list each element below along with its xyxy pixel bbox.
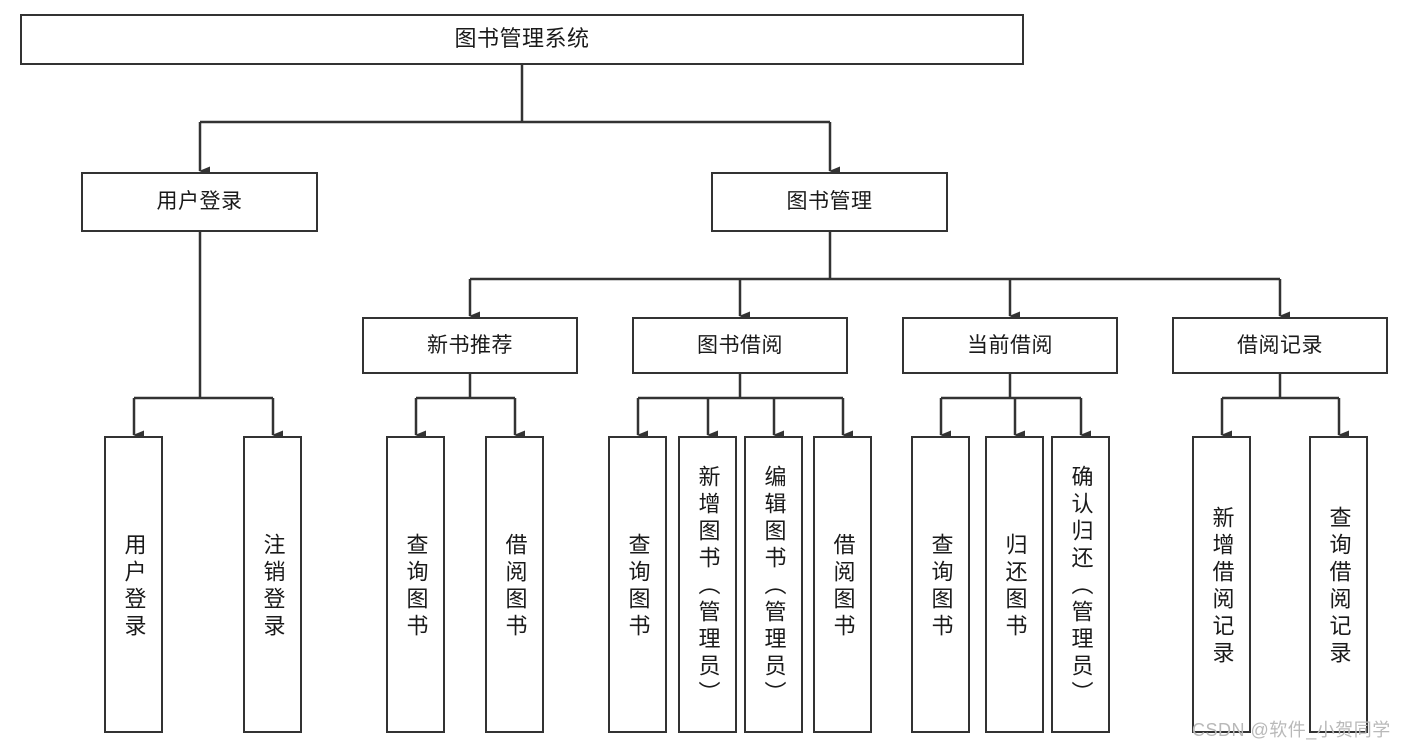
node-borrow-record[interactable]: 借阅记录	[1172, 317, 1388, 374]
node-leaf-confirm-return[interactable]: 确认归还（管理员）	[1051, 436, 1110, 733]
node-leaf-add-book[interactable]: 新增图书（管理员）	[678, 436, 737, 733]
node-label: 注销登录	[260, 533, 286, 641]
node-label: 新增借阅记录	[1209, 506, 1235, 668]
node-leaf-edit-book[interactable]: 编辑图书（管理员）	[744, 436, 803, 733]
node-leaf-query-record[interactable]: 查询借阅记录	[1309, 436, 1368, 733]
node-leaf-query-book-1[interactable]: 查询图书	[386, 436, 445, 733]
node-leaf-return-book[interactable]: 归还图书	[985, 436, 1044, 733]
node-book-manage[interactable]: 图书管理	[711, 172, 948, 232]
node-label: 确认归还（管理员）	[1068, 465, 1094, 708]
node-label: 查询图书	[403, 533, 429, 641]
node-label: 借阅图书	[502, 533, 528, 641]
node-label: 新增图书（管理员）	[695, 465, 721, 708]
node-label: 借阅记录	[1237, 333, 1323, 357]
node-label: 图书借阅	[697, 333, 783, 357]
node-leaf-query-book-3[interactable]: 查询图书	[911, 436, 970, 733]
node-label: 当前借阅	[967, 333, 1053, 357]
node-current-borrow[interactable]: 当前借阅	[902, 317, 1118, 374]
node-label: 借阅图书	[830, 533, 856, 641]
node-leaf-query-book-2[interactable]: 查询图书	[608, 436, 667, 733]
node-label: 查询图书	[625, 533, 651, 641]
node-label: 图书管理	[786, 190, 873, 214]
node-label: 归还图书	[1002, 533, 1028, 641]
node-leaf-borrow-book-2[interactable]: 借阅图书	[813, 436, 872, 733]
node-user-login[interactable]: 用户登录	[81, 172, 318, 232]
node-new-book-rec[interactable]: 新书推荐	[362, 317, 578, 374]
node-leaf-add-record[interactable]: 新增借阅记录	[1192, 436, 1251, 733]
node-leaf-borrow-book-1[interactable]: 借阅图书	[485, 436, 544, 733]
node-label: 用户登录	[121, 533, 147, 641]
node-book-borrow[interactable]: 图书借阅	[632, 317, 848, 374]
csdn-watermark: CSDN @软件_小贺同学	[1192, 720, 1391, 740]
node-label: 查询借阅记录	[1326, 506, 1352, 668]
node-leaf-logout[interactable]: 注销登录	[243, 436, 302, 733]
node-label: 用户登录	[156, 190, 243, 214]
node-root[interactable]: 图书管理系统	[20, 14, 1024, 65]
node-label: 编辑图书（管理员）	[761, 465, 787, 708]
node-leaf-user-login[interactable]: 用户登录	[104, 436, 163, 733]
node-label: 图书管理系统	[454, 26, 590, 52]
node-label: 新书推荐	[427, 333, 513, 357]
node-label: 查询图书	[928, 533, 954, 641]
